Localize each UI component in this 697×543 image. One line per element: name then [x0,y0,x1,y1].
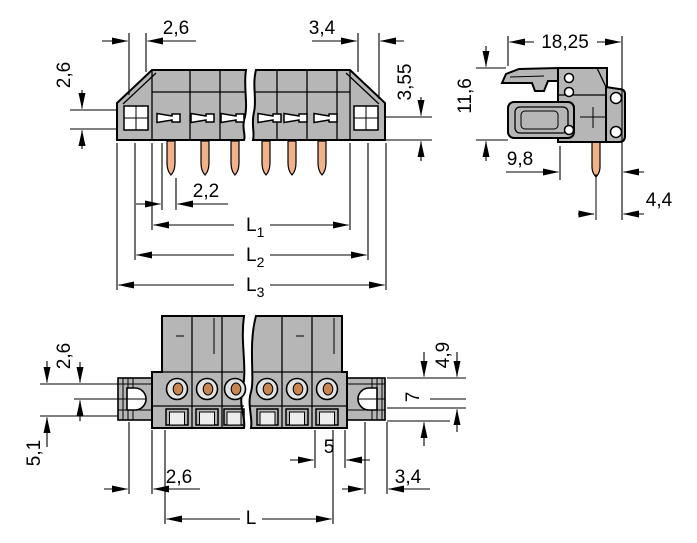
side-front-block-inner [514,106,569,134]
solder-pin [261,140,271,176]
dim-flange-total-7: 7 [387,352,466,446]
dim-edge-offset-2-6: 2,6 [104,422,200,494]
dim-label: 3,55 [395,64,416,101]
dim-length-l3: L3 [116,143,387,300]
housing-detail [296,318,335,354]
dim-label: L2 [246,245,265,270]
dim-collar-height-2-6-bottom: 2,6 [40,343,118,421]
female-connector-front-view [117,315,386,429]
solder-pin [317,140,327,176]
right-flange-hole [353,105,379,131]
dim-pole-pitch-5: 5 [290,430,370,468]
solder-pin [166,140,176,176]
housing-detail [176,318,215,354]
segment-divider [151,70,351,140]
dim-pin-setback-9-8: 9,8 [506,146,644,180]
left-mounting-flange [117,377,153,421]
chamfer-inner-line [122,72,157,105]
dim-total-depth-18-25: 18,25 [507,32,623,220]
pin-slots [156,112,338,124]
dim-label: 5 [324,437,335,458]
side-rivet [563,124,575,136]
dim-label: 2,6 [166,467,192,488]
pin-slot [220,112,245,124]
dim-label: 2,6 [54,343,75,369]
dim-label: 3,4 [309,18,336,39]
pin-slot [156,112,181,124]
dim-socket-depth-4-9: 4,9 [387,342,466,432]
dim-pin-to-rear-4-4: 4,4 [578,190,673,218]
flange-hole [609,91,623,105]
center-mark [580,107,607,128]
dim-collar-height-2-6: 2,6 [54,62,118,149]
pin-slot [283,112,308,124]
dim-label: 5,1 [24,440,45,466]
dim-label: 4,9 [433,342,454,368]
dim-label: 9,8 [507,149,533,170]
dim-label: 2,6 [163,18,189,39]
side-front-block-inner2 [520,110,559,130]
dim-label: 11,6 [455,78,476,114]
dim-total-height-11-6: 11,6 [455,46,508,161]
dim-lower-height-3-55: 3,55 [386,64,432,161]
dim-label: L [246,508,257,529]
dim-right-offset-3-4: 3,4 [342,422,430,494]
dim-label: 2,6 [54,62,75,88]
solder-pin [230,140,240,176]
dim-length-l2: L2 [134,143,369,270]
lever-inner-line [509,75,545,78]
pin-slot [257,112,282,124]
dim-label: 2,2 [193,181,219,202]
pin-slot [190,112,215,124]
flange-hole [609,125,623,139]
body-lines [250,316,347,428]
male-header-side-view [500,66,626,220]
side-rivet [563,86,575,98]
pin-slot [313,112,338,124]
dim-length-l1: L1 [151,143,351,240]
dim-label: 3,4 [395,467,422,488]
dim-label: L3 [246,275,265,300]
side-rivet [563,72,575,84]
dim-label: 18,25 [541,32,589,53]
dim-length-l: L [164,430,334,529]
body-lines [152,316,244,428]
dim-pin-offset-2-2: 2,2 [136,143,228,210]
solder-pin [287,140,297,176]
dim-label: 7 [403,392,424,403]
dim-label: L1 [246,215,265,240]
solder-pin [591,141,601,178]
male-header-front-view [116,69,386,176]
right-mounting-flange [346,377,386,421]
contact-openings [165,377,339,401]
dim-right-hole-offset-3-4: 3,4 [309,18,404,99]
dim-left-hole-offset-2-6: 2,6 [102,18,196,95]
dim-flange-height-5-1: 5,1 [24,361,118,466]
chamfer-inner-line [345,72,380,105]
solder-pin [200,140,210,176]
left-flange-hole [123,105,149,131]
dim-label: 4,4 [646,190,673,211]
locking-lever [500,66,559,92]
locking-openings [165,408,339,426]
solder-pins [166,140,327,176]
